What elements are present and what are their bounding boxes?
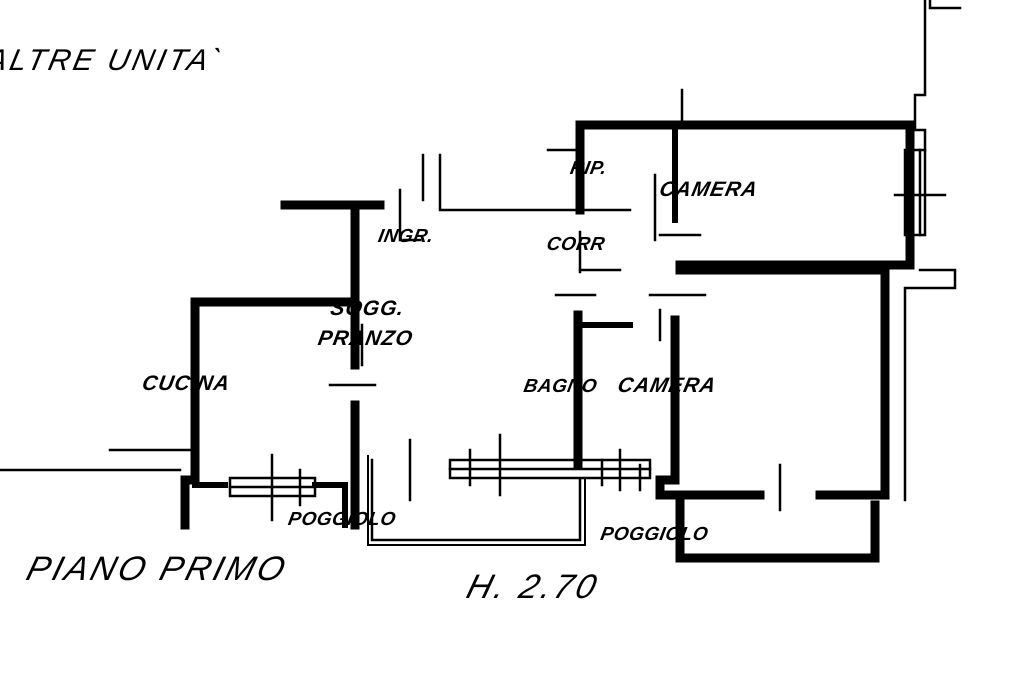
- sogg-label: SOGG.: [329, 297, 407, 320]
- poggiolo-right-label: POGGIOLO: [599, 524, 710, 545]
- cucina-label: CUCINA: [140, 372, 232, 395]
- balcony-right-outline: [675, 495, 880, 563]
- window-cucina: [228, 453, 317, 522]
- door-swing-marks: [408, 438, 642, 502]
- window-pranzo: [448, 433, 652, 497]
- poggiolo-left-label: POGGIOLO: [287, 509, 398, 530]
- bagno-label: BAGNO: [522, 376, 599, 397]
- rip-label: RIP.: [568, 158, 608, 179]
- height-label: H. 2.70: [463, 569, 604, 606]
- pranzo-label: PRANZO: [316, 327, 415, 350]
- balcony-left-outline: [367, 455, 586, 546]
- exterior-walls: [0, 88, 957, 530]
- camera-top-label: CAMERA: [657, 178, 760, 201]
- camera-right-label: CAMERA: [616, 374, 719, 397]
- floor-title: PIANO PRIMO: [22, 551, 292, 588]
- corr-label: CORR: [545, 234, 607, 255]
- other-units-label: ALTRE UNITA`: [0, 44, 227, 77]
- neighbour-boundary: [913, 0, 962, 152]
- ingr-label: INGR.: [376, 226, 435, 247]
